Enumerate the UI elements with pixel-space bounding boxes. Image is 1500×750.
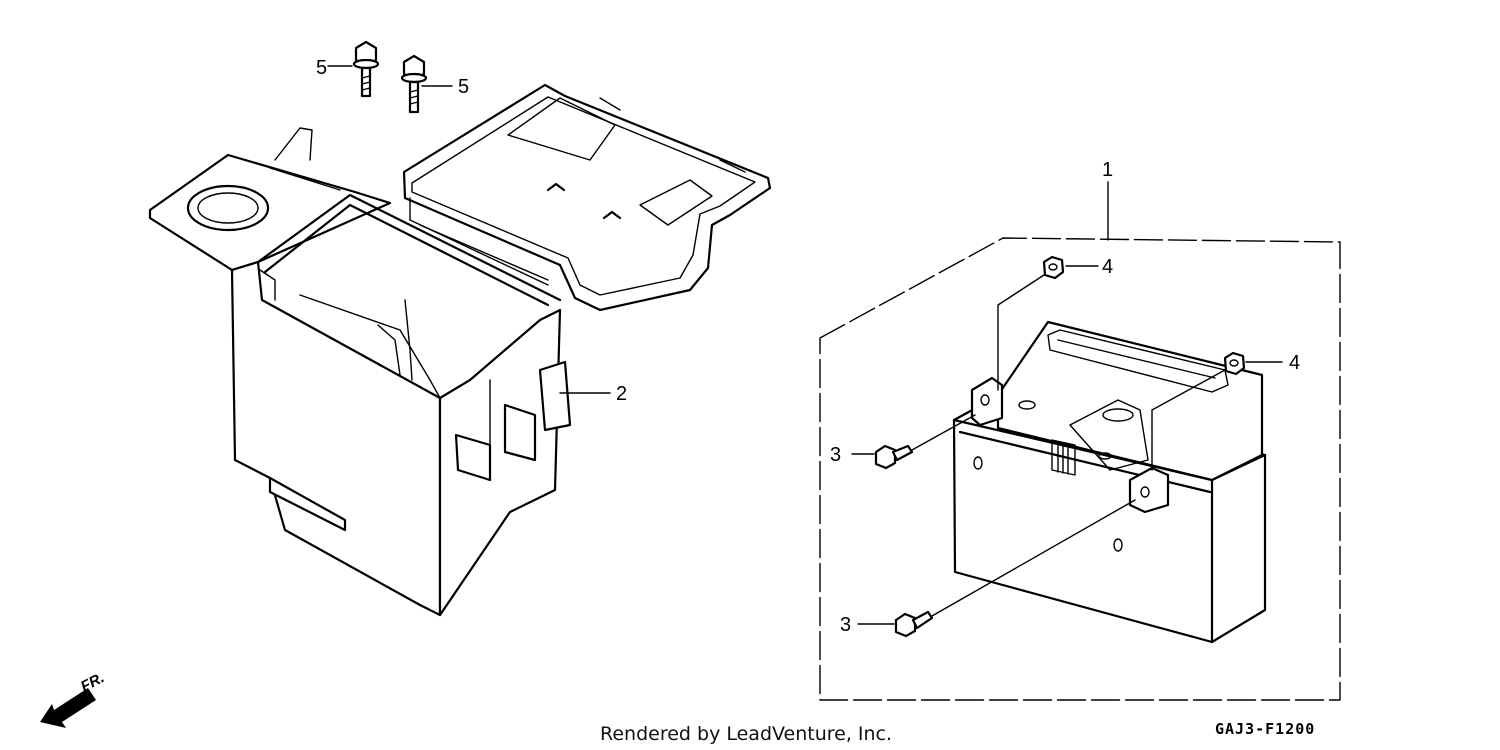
front-label: FR.: [78, 669, 107, 695]
cover-bolt-left[interactable]: [327, 40, 380, 98]
callout-3-upper: 3: [830, 444, 841, 466]
front-arrow-icon: [40, 688, 96, 728]
battery: [952, 320, 1267, 644]
battery-assembly-bracket: [819, 237, 1341, 701]
callout-5-right: 5: [458, 76, 469, 98]
callout-4-upper: 4: [1102, 256, 1113, 278]
battery-box-cover: [402, 83, 772, 312]
battery-assembly[interactable]: [819, 181, 1341, 701]
cover-bolt-right[interactable]: [400, 54, 453, 114]
diagram-code: GAJ3-F1200: [1215, 720, 1315, 738]
callout-1: 1: [1102, 159, 1113, 181]
terminal-bolt-lower[interactable]: [857, 499, 1136, 638]
callout-2: 2: [616, 383, 627, 405]
battery-box-body: [148, 127, 572, 617]
callout-4-right: 4: [1289, 352, 1300, 374]
callout-5-left: 5: [316, 57, 327, 79]
callout-3-lower: 3: [840, 614, 851, 636]
terminal-nut-upper[interactable]: [997, 255, 1099, 391]
terminal-nut-right[interactable]: [1151, 351, 1283, 471]
terminal-bolt-upper[interactable]: [851, 414, 976, 470]
battery-box[interactable]: [148, 83, 772, 617]
front-direction-indicator: FR.: [40, 669, 107, 728]
footer-credit: Rendered by LeadVenture, Inc.: [600, 723, 892, 745]
